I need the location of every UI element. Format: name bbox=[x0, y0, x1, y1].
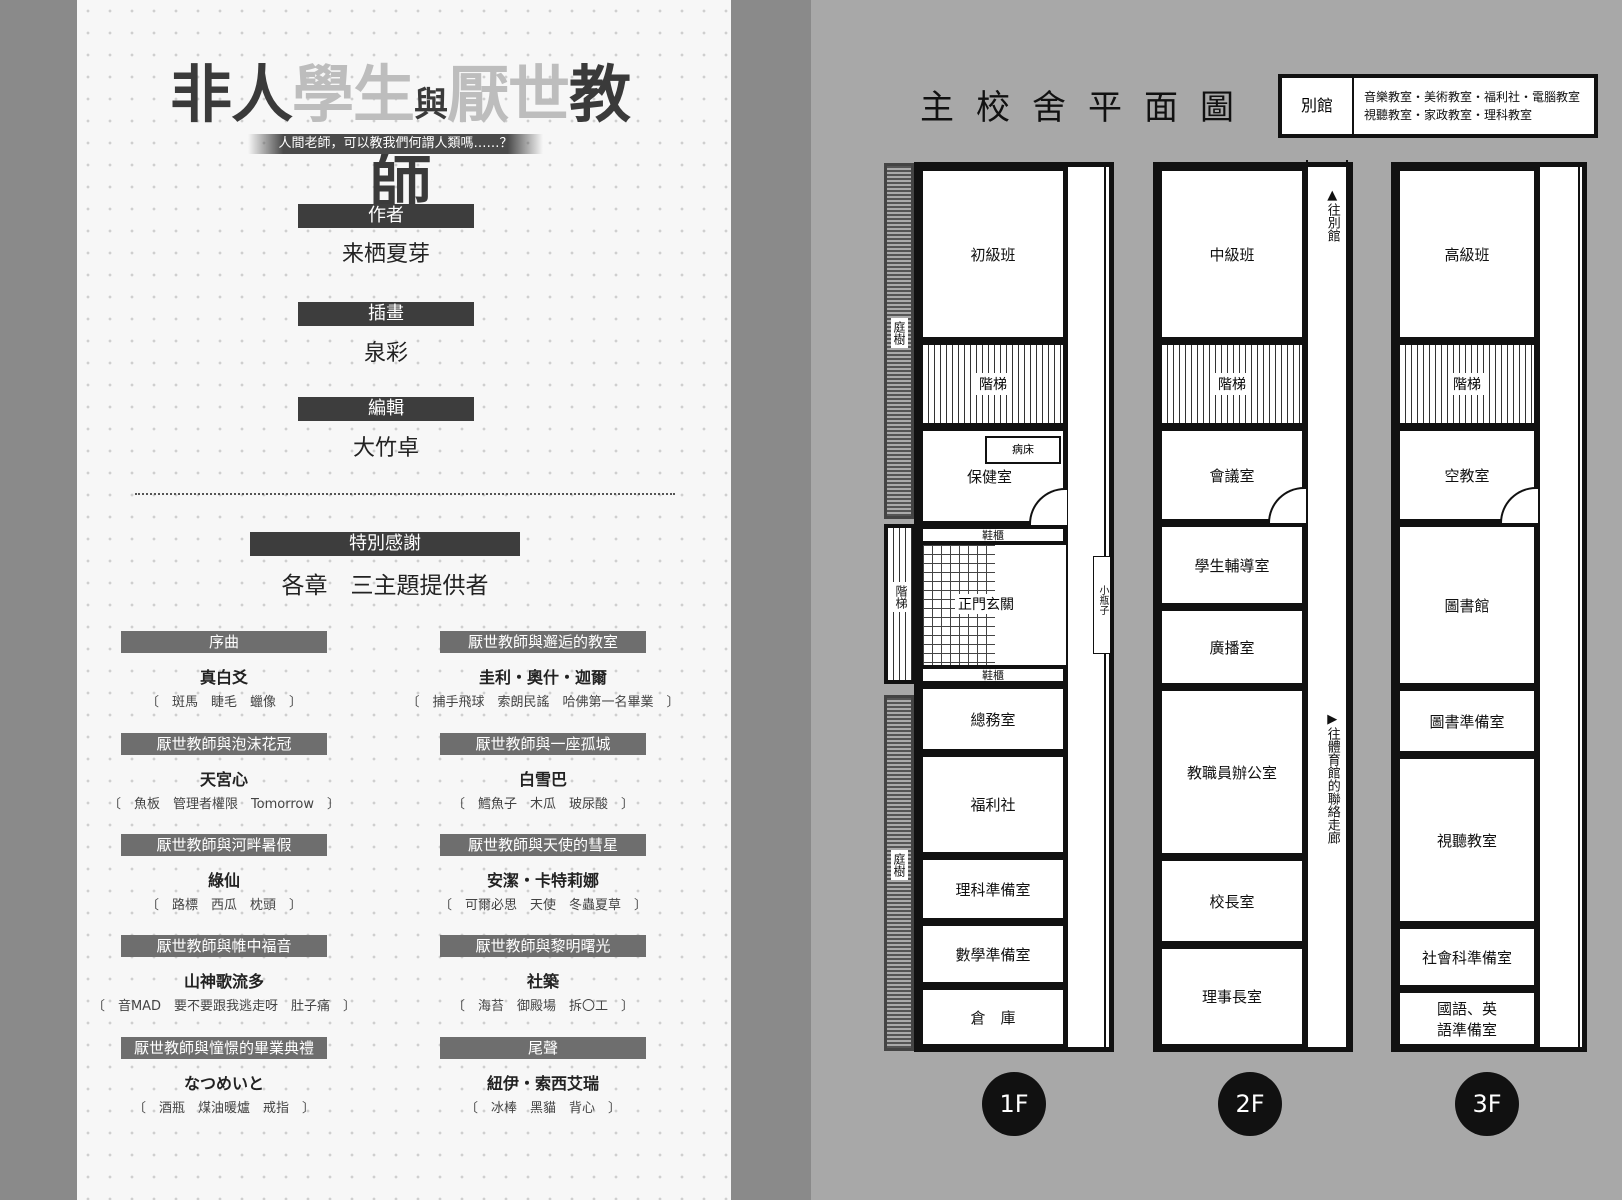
room-chairman: 理事長室 bbox=[1158, 945, 1306, 1048]
chapter-title: 厭世教師與黎明曙光 bbox=[440, 935, 646, 957]
room-library: 圖書館 bbox=[1396, 523, 1538, 687]
to-annex-text: 往別館 bbox=[1324, 203, 1340, 242]
room-store: 福利社 bbox=[919, 753, 1067, 856]
dotted-divider bbox=[135, 493, 675, 495]
chapter-keywords: 〔 音MAD 要不要跟我逃走呀 肚子痛 〕 bbox=[91, 999, 357, 1014]
shoe-rack: 鞋櫃 bbox=[919, 525, 1067, 545]
chapter-contributor: 山神歌流多 bbox=[183, 972, 264, 991]
title-part: 與 bbox=[414, 85, 448, 125]
chapter-keywords: 〔 冰棒 黑貓 背心 〕 bbox=[464, 1101, 621, 1116]
chapter-contributor: なつめいと bbox=[183, 1074, 264, 1093]
room-general-affairs: 總務室 bbox=[919, 685, 1067, 753]
floor-badge: 2F bbox=[1218, 1072, 1282, 1136]
chapter-title: 厭世教師與泡沫花冠 bbox=[121, 733, 327, 755]
annex-rooms-line: 音樂教室・美術教室・福利社・電腦教室 bbox=[1364, 90, 1581, 104]
credit-label-editor: 編輯 bbox=[298, 397, 474, 421]
to-gym-text: 往體育館的聯絡走廊 bbox=[1324, 727, 1340, 844]
entrance-label: 正門玄關 bbox=[955, 594, 1017, 614]
garden-label: 庭樹 bbox=[891, 850, 908, 880]
stairs-label: 階梯 bbox=[1214, 373, 1250, 395]
room-counseling: 學生輔導室 bbox=[1158, 523, 1306, 607]
stairs-label: 階梯 bbox=[1449, 373, 1485, 395]
thanks-value: 各章 三主題提供者 bbox=[281, 573, 489, 599]
chapter-title: 尾聲 bbox=[440, 1037, 646, 1059]
thanks-label: 特別感謝 bbox=[250, 532, 520, 556]
credit-label-illustrator: 插畫 bbox=[298, 302, 474, 326]
chapter-keywords: 〔 捕手飛球 索朗民謠 哈佛第一名畢業 〕 bbox=[406, 695, 680, 710]
credit-value-editor: 大竹卓 bbox=[352, 436, 419, 461]
corridor bbox=[1538, 167, 1580, 1047]
chapter-keywords: 〔 海苔 御殿場 拆〇工 〕 bbox=[451, 999, 634, 1014]
outside-stairs-label: 階梯 bbox=[893, 582, 910, 612]
chapter-contributor: 真白爻 bbox=[199, 668, 248, 687]
chapter-keywords: 〔 酒瓶 煤油暖爐 戒指 〕 bbox=[132, 1101, 315, 1116]
left-page bbox=[77, 0, 731, 1200]
title-part: 厭世 bbox=[447, 58, 570, 131]
book-title: 非人學生與厭世教師 bbox=[150, 55, 650, 221]
chapter-keywords: 〔 魚板 管理者權限 Tomorrow 〕 bbox=[107, 797, 341, 812]
bottles-label: 小瓶子 bbox=[1095, 585, 1110, 615]
chapter-keywords: 〔 可爾必思 天使 冬蟲夏草 〕 bbox=[438, 898, 647, 913]
floor-badge: 3F bbox=[1455, 1072, 1519, 1136]
room-av-classroom: 視聽教室 bbox=[1396, 755, 1538, 925]
to-gym-label: ▶往體育館的聯絡走廊 bbox=[1321, 712, 1342, 844]
chapter-contributor: 社築 bbox=[526, 972, 559, 991]
room-storage: 倉 庫 bbox=[919, 986, 1067, 1048]
room-social-studies-prep: 社會科準備室 bbox=[1396, 925, 1538, 989]
credit-value-author: 来栖夏芽 bbox=[341, 242, 430, 267]
floor-badge: 1F bbox=[982, 1072, 1046, 1136]
room-staff-office: 教職員辦公室 bbox=[1158, 687, 1306, 857]
chapter-title: 序曲 bbox=[121, 631, 327, 653]
room-library-prep: 圖書準備室 bbox=[1396, 687, 1538, 755]
chapter-title: 厭世教師與河畔暑假 bbox=[121, 834, 327, 856]
chapter-title: 厭世教師與邂逅的教室 bbox=[440, 631, 646, 653]
chapter-keywords: 〔 路標 西瓜 枕頭 〕 bbox=[145, 898, 302, 913]
to-annex-label: ▲往別館 bbox=[1321, 188, 1342, 242]
stairs-label: 階梯 bbox=[975, 373, 1011, 395]
room-broadcast: 廣播室 bbox=[1158, 607, 1306, 687]
chapter-title: 厭世教師與一座孤城 bbox=[440, 733, 646, 755]
book-subtitle: 人間老師，可以教我們何謂人類嗎……？ bbox=[248, 134, 543, 154]
credit-label-author: 作者 bbox=[298, 204, 474, 228]
title-part: 學生 bbox=[291, 58, 415, 131]
annex-label: 別館 bbox=[1282, 78, 1354, 134]
room-math-prep: 數學準備室 bbox=[919, 922, 1067, 986]
connecting-corridor bbox=[1306, 160, 1348, 1047]
room-advanced-class: 高級班 bbox=[1396, 167, 1538, 341]
chapter-contributor: 紐伊・索西艾瑞 bbox=[486, 1074, 599, 1093]
chapter-title: 厭世教師與憧憬的畢業典禮 bbox=[121, 1037, 327, 1059]
chapter-keywords: 〔 斑馬 睫毛 蠟像 〕 bbox=[145, 695, 302, 710]
annex-rooms: 音樂教室・美術教室・福利社・電腦教室 視聽教室・家政教室・理科教室 bbox=[1364, 88, 1589, 124]
chapter-contributor: 安潔・卡特莉娜 bbox=[486, 871, 599, 890]
stairs: 階梯 bbox=[1396, 341, 1538, 427]
room-beginner-class: 初級班 bbox=[919, 167, 1067, 341]
room-science-prep: 理科準備室 bbox=[919, 856, 1067, 922]
map-title: 主校舍平面圖 bbox=[920, 88, 1256, 128]
room-principal: 校長室 bbox=[1158, 857, 1306, 945]
stairs: 階梯 bbox=[1158, 341, 1306, 427]
shoe-rack: 鞋櫃 bbox=[919, 665, 1067, 685]
annex-rooms-line: 視聽教室・家政教室・理科教室 bbox=[1364, 108, 1533, 122]
chapter-contributor: 白雪巴 bbox=[518, 770, 567, 789]
page-gutter bbox=[731, 0, 811, 1200]
chapter-title: 厭世教師與天使的彗星 bbox=[440, 834, 646, 856]
bed: 病床 bbox=[985, 436, 1061, 464]
chapter-contributor: 天宮心 bbox=[199, 770, 248, 789]
stairs: 階梯 bbox=[919, 341, 1067, 427]
chapter-contributor: 圭利・奧什・迦爾 bbox=[478, 668, 607, 687]
annex-legend: 別館 音樂教室・美術教室・福利社・電腦教室 視聽教室・家政教室・理科教室 bbox=[1278, 74, 1598, 138]
chapter-keywords: 〔 鱈魚子 木瓜 玻尿酸 〕 bbox=[451, 797, 634, 812]
chapter-title: 厭世教師與帷中福音 bbox=[121, 935, 327, 957]
garden-label: 庭樹 bbox=[891, 318, 908, 348]
credit-value-illustrator: 泉彩 bbox=[363, 341, 408, 366]
room-intermediate-class: 中級班 bbox=[1158, 167, 1306, 341]
room-language-prep: 國語、英語準備室 bbox=[1396, 989, 1538, 1048]
chapter-contributor: 綠仙 bbox=[207, 871, 240, 890]
title-part: 非人 bbox=[169, 58, 293, 131]
